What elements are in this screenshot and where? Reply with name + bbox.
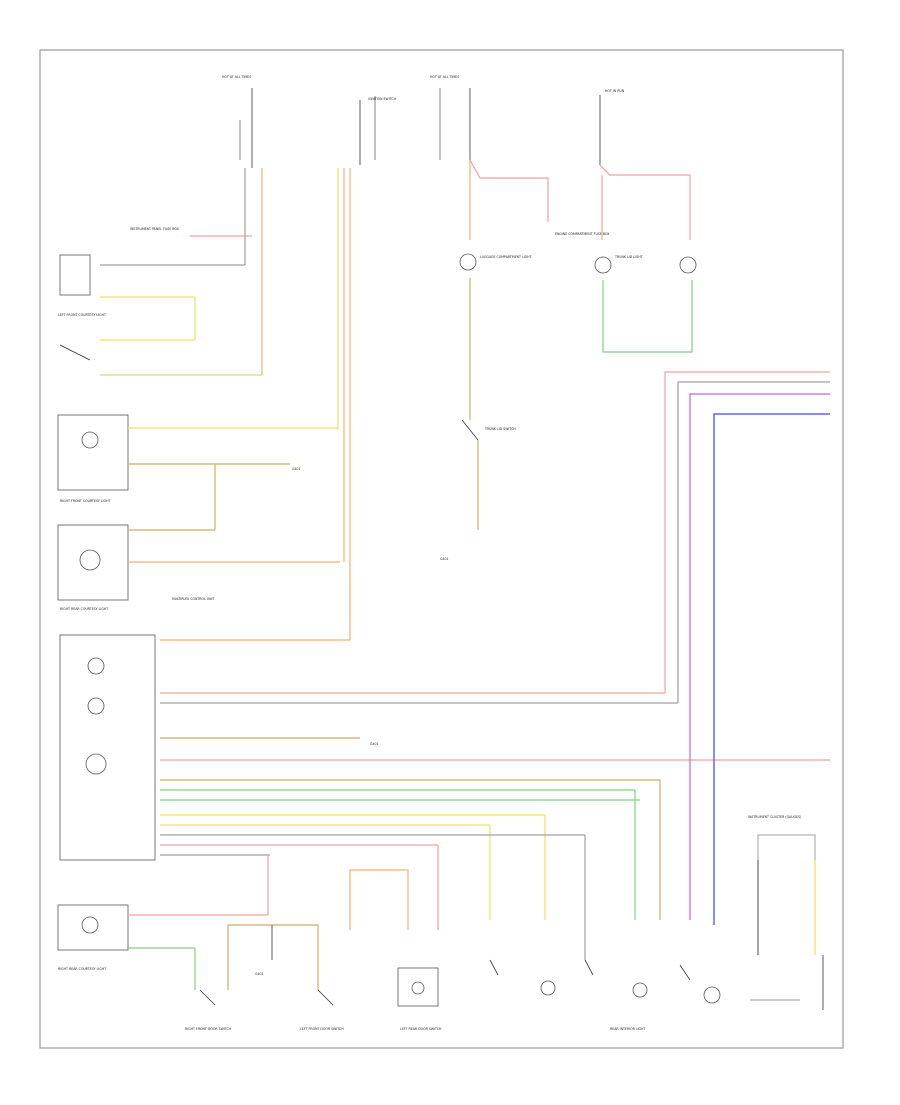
label-ground-2: G401 [370, 742, 379, 746]
multiplex-unit: MULTIPLEX CONTROL UNIT G401 [59, 597, 830, 930]
label-hot-top-left: HOT AT ALL TIMES [222, 75, 251, 79]
label-ip-fuse: INSTRUMENT PANEL FUSE BOX [130, 227, 180, 231]
label-multiplex-note: MULTIPLEX CONTROL UNIT [172, 597, 214, 601]
label-hot-top-right: HOT IN RUN [605, 89, 625, 93]
instrument-cluster: INSTRUMENT CLUSTER (GAUGES) [748, 815, 824, 1010]
lamp-right-icon [679, 256, 697, 274]
luggage-light-bulb-icon [459, 253, 477, 271]
label-left-front-switch: LEFT FRONT DOOR SWITCH [300, 1027, 344, 1031]
diagram-border [39, 49, 844, 1049]
trunk-switch-icon [461, 419, 479, 441]
label-cluster: INSTRUMENT CLUSTER (GAUGES) [748, 815, 801, 819]
label-trunk-switch: TRUNK LID SWITCH [484, 427, 516, 431]
label-right-rear-bottom: RIGHT REAR COURTESY LIGHT [58, 967, 106, 971]
bottom-switches: RIGHT REAR COURTESY LIGHT G401 RIGHT FRO… [57, 855, 442, 1031]
label-right-front-door: RIGHT FRONT COURTESY LIGHT [60, 499, 110, 503]
label-rear-interior: REAR INTERIOR LIGHT [610, 1027, 645, 1031]
label-luggage-light: LUGGAGE COMPARTMENT LIGHT [480, 255, 532, 259]
label-left-front-door: LEFT FRONT COURTESY LIGHT [58, 313, 106, 317]
label-right-rear-door: RIGHT REAR COURTESY LIGHT [60, 607, 108, 611]
rear-courtesy-lights: G401 RIGHT FRONT COURTESY LIGHT RIGHT RE… [57, 414, 340, 611]
label-trunk-light: TRUNK LID LIGHT [614, 255, 643, 259]
label-left-rear-switch: LEFT REAR DOOR SWITCH [400, 1027, 442, 1031]
label-ground-3: G401 [255, 972, 264, 976]
lamp-left-icon [594, 256, 612, 274]
courtesy-bulb-icon [81, 431, 99, 449]
label-hot-top-mid: HOT AT ALL TIMES [430, 75, 459, 79]
label-ground-trunk: G401 [440, 557, 449, 561]
top-sources: HOT AT ALL TIMES HOT AT ALL TIMES HOT IN… [222, 75, 625, 168]
luggage-compartment-lights: TRUNK LID LIGHT [594, 164, 697, 353]
label-engine-fuse: ENGINE COMPARTMENT FUSE BOX [555, 232, 610, 236]
rear-interior-light: REAR INTERIOR LIGHT [489, 835, 721, 1031]
label-right-front-switch: RIGHT FRONT DOOR SWITCH [185, 1027, 232, 1031]
ignition-feeds [337, 168, 351, 640]
right-feeds [664, 371, 830, 925]
label-ignition: IGNITION SWITCH [368, 97, 397, 101]
left-door-switches: INSTRUMENT PANEL FUSE BOX LEFT FRONT COU… [58, 168, 263, 376]
label-ground-1: G401 [292, 467, 301, 471]
trunk-light-circuit: LUGGAGE COMPARTMENT LIGHT ENGINE COMPART… [440, 159, 610, 561]
right-courtesy-bulb-icon [79, 549, 101, 571]
